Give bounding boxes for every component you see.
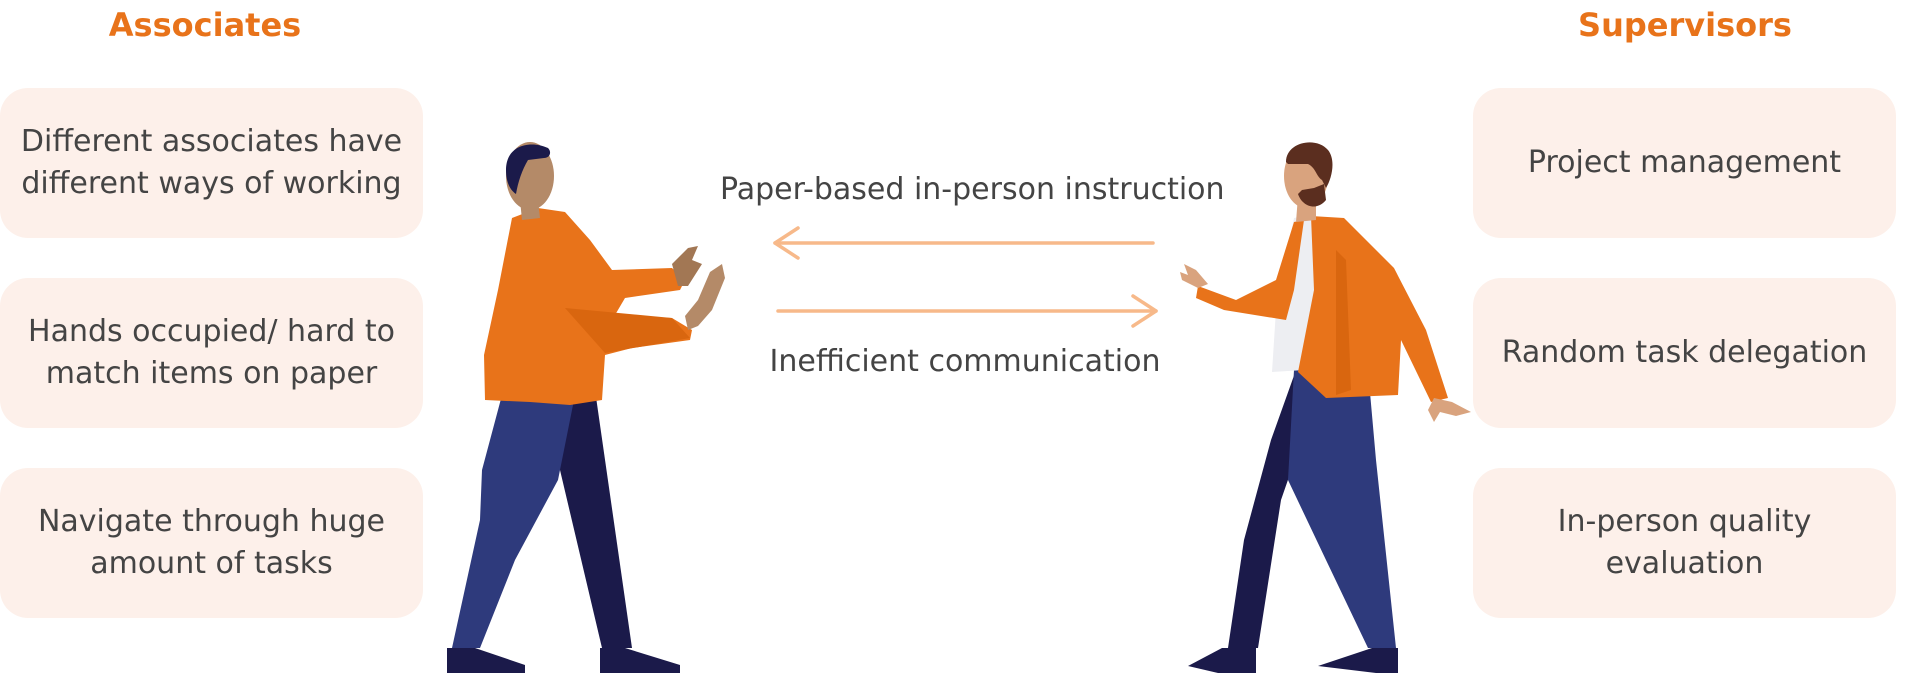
supervisor-card-3-line-1: In-person quality bbox=[1557, 504, 1812, 539]
arrow-right-icon bbox=[776, 294, 1158, 328]
supervisor-card-2: Random task delegation bbox=[1473, 278, 1896, 428]
associate-card-3-line-1: Navigate through huge bbox=[37, 504, 386, 539]
associate-card-1: Different associates have different ways… bbox=[0, 88, 423, 238]
arrow-left-icon bbox=[773, 226, 1155, 260]
supervisor-card-1-line-1: Project management bbox=[1527, 145, 1842, 180]
associate-card-3-line-2: amount of tasks bbox=[90, 546, 333, 581]
supervisor-card-1: Project management bbox=[1473, 88, 1896, 238]
associate-card-3: Navigate through huge amount of tasks bbox=[0, 468, 423, 618]
supervisor-card-3-line-2: evaluation bbox=[1605, 546, 1764, 581]
associate-card-1-line-2: different ways of working bbox=[21, 166, 402, 201]
associate-card-2-line-2: match items on paper bbox=[45, 356, 378, 391]
associate-person-icon bbox=[447, 142, 725, 673]
supervisors-heading: Supervisors bbox=[1578, 6, 1792, 44]
top-flow-label: Paper-based in-person instruction bbox=[720, 172, 1225, 207]
supervisor-card-2-line-1: Random task delegation bbox=[1501, 335, 1868, 370]
associates-heading: Associates bbox=[108, 6, 302, 44]
supervisor-card-3: In-person quality evaluation bbox=[1473, 468, 1896, 618]
associate-card-1-line-1: Different associates have bbox=[20, 124, 403, 159]
associate-card-2: Hands occupied/ hard to match items on p… bbox=[0, 278, 423, 428]
supervisor-person-icon bbox=[1180, 142, 1471, 673]
bottom-flow-label: Inefficient communication bbox=[769, 344, 1161, 379]
associate-card-2-line-1: Hands occupied/ hard to bbox=[28, 314, 395, 349]
